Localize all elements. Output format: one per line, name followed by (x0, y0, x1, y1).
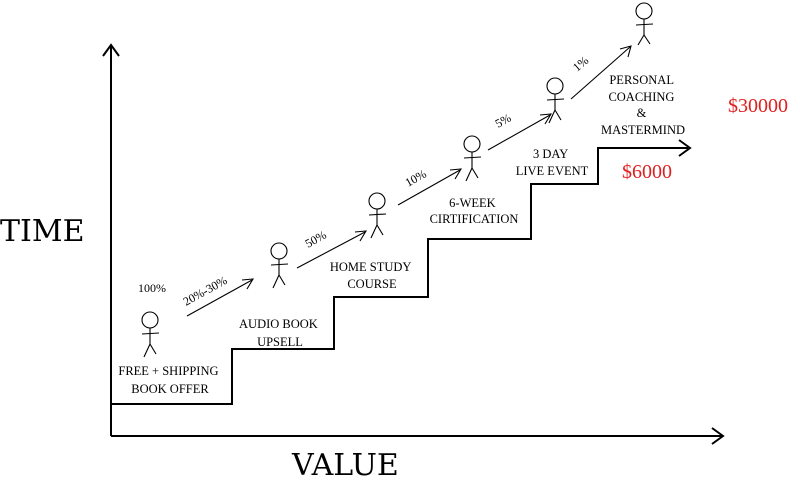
rate-mastermind: 1% (570, 53, 591, 74)
arrowhead (354, 230, 368, 242)
conversion-arrows (186, 45, 632, 317)
stick-figure-icon (368, 192, 387, 239)
step-label-certification: 6-WEEK CIRTIFICATION (430, 196, 519, 226)
y-axis-arrowhead (102, 43, 120, 57)
stick-figure-icon (635, 2, 654, 46)
stick-figure-icon (141, 311, 160, 358)
step-label-live-event: 3 DAY LIVE EVENT (516, 147, 589, 178)
arrow-to-live-event (487, 114, 551, 151)
arrowhead (539, 113, 553, 125)
step-labels: FREE + SHIPPING BOOK OFFER AUDIO BOOK UP… (118, 73, 685, 396)
staircase (111, 139, 692, 405)
rate-live-event: 5% (493, 111, 514, 131)
staircase-arrowhead (678, 139, 692, 157)
stick-figure-icon (270, 242, 289, 289)
rate-audio-book: 20%-30% (181, 273, 230, 309)
stick-figures (141, 2, 654, 358)
price-live-event: $6000 (622, 161, 672, 183)
y-axis-label: TIME (0, 214, 84, 249)
step-label-home-study: HOME STUDY COURSE (330, 260, 414, 291)
arrow-to-home-study (296, 231, 366, 269)
stick-figure-icon (463, 135, 482, 182)
arrow-to-certification (397, 169, 461, 206)
staircase-line (111, 147, 688, 405)
arrowhead (241, 278, 255, 290)
price-mastermind: $30000 (728, 95, 788, 117)
step-label-mastermind: PERSONAL COACHING & MASTERMIND (601, 73, 685, 137)
x-axis-label: VALUE (291, 448, 399, 483)
rate-certification: 10% (403, 167, 429, 190)
arrow-to-mastermind (570, 46, 631, 100)
step-label-audio-book: AUDIO BOOK UPSELL (239, 317, 321, 349)
step-label-book-offer: FREE + SHIPPING BOOK OFFER (118, 364, 221, 396)
arrowhead (449, 168, 463, 180)
rate-book-offer: 100% (138, 281, 166, 295)
arrowhead (619, 45, 632, 58)
prices: $6000 $30000 (622, 95, 788, 183)
axes: TIME VALUE (0, 43, 725, 483)
stick-figure-icon (546, 77, 565, 124)
rate-home-study: 50% (303, 228, 329, 251)
arrow-to-audio-book (186, 279, 253, 317)
x-axis-arrowhead (711, 427, 725, 445)
